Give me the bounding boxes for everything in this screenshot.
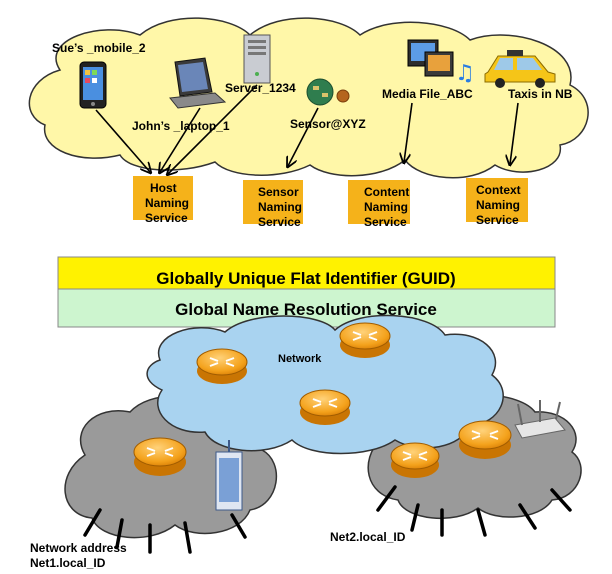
sensor-naming-service: Sensor Naming Service — [243, 180, 303, 229]
svg-text:Naming: Naming — [258, 200, 302, 214]
svg-text:♫: ♫ — [455, 61, 475, 86]
wireless-access-point-icon — [215, 440, 243, 511]
media-file-icon: ♫ — [407, 39, 475, 86]
router-icon — [299, 389, 351, 425]
taxi-icon — [484, 50, 556, 88]
sensor-icon — [306, 78, 350, 106]
router-icon — [339, 322, 391, 358]
media-label: Media File_ABC — [382, 87, 473, 101]
access-links-network-1 — [83, 508, 247, 554]
server-label: Server_1234 — [225, 81, 296, 95]
laptop-label: John’s _laptop_1 — [132, 119, 230, 133]
svg-text:Service: Service — [364, 215, 407, 229]
gnrs-label: Global Name Resolution Service — [175, 300, 437, 319]
svg-text:Service: Service — [145, 211, 188, 225]
guid-label: Globally Unique Flat Identifier (GUID) — [156, 269, 455, 288]
svg-text:Content: Content — [364, 185, 409, 199]
svg-text:Naming: Naming — [476, 198, 520, 212]
context-naming-service: Context Naming Service — [466, 178, 528, 227]
net1-local-id-label: Net1.local_ID — [30, 556, 106, 570]
sensor-label: Sensor@XYZ — [290, 117, 366, 131]
mobile-label: Sue’s _mobile_2 — [52, 41, 146, 55]
router-icon — [196, 348, 248, 384]
svg-text:Naming: Naming — [364, 200, 408, 214]
device-to-service-arrows — [95, 84, 519, 174]
svg-text:Context: Context — [476, 183, 521, 197]
taxi-label: Taxis in NB — [508, 87, 573, 101]
router-icon — [458, 420, 512, 459]
svg-text:Service: Service — [258, 215, 301, 229]
svg-text:Sensor: Sensor — [258, 185, 299, 199]
svg-text:Service: Service — [476, 213, 519, 227]
mobile-phone-icon — [79, 61, 107, 109]
host-naming-service: Host Naming Service — [133, 176, 193, 225]
content-naming-service: Content Naming Service — [348, 180, 410, 229]
core-network-cloud: Network — [146, 314, 504, 455]
net2-local-id-label: Net2.local_ID — [330, 530, 406, 544]
server-icon — [243, 34, 271, 84]
router-icon — [390, 442, 440, 478]
svg-text:Host: Host — [150, 181, 177, 195]
wifi-router-icon — [514, 400, 566, 439]
svg-text:Naming: Naming — [145, 196, 189, 210]
guid-layer-bar: Globally Unique Flat Identifier (GUID) — [57, 256, 556, 290]
network-address-label: Network address — [30, 541, 127, 555]
core-network-label: Network — [278, 353, 322, 365]
access-links-network-2 — [376, 485, 572, 537]
laptop-icon — [169, 57, 227, 109]
router-icon — [133, 437, 187, 476]
